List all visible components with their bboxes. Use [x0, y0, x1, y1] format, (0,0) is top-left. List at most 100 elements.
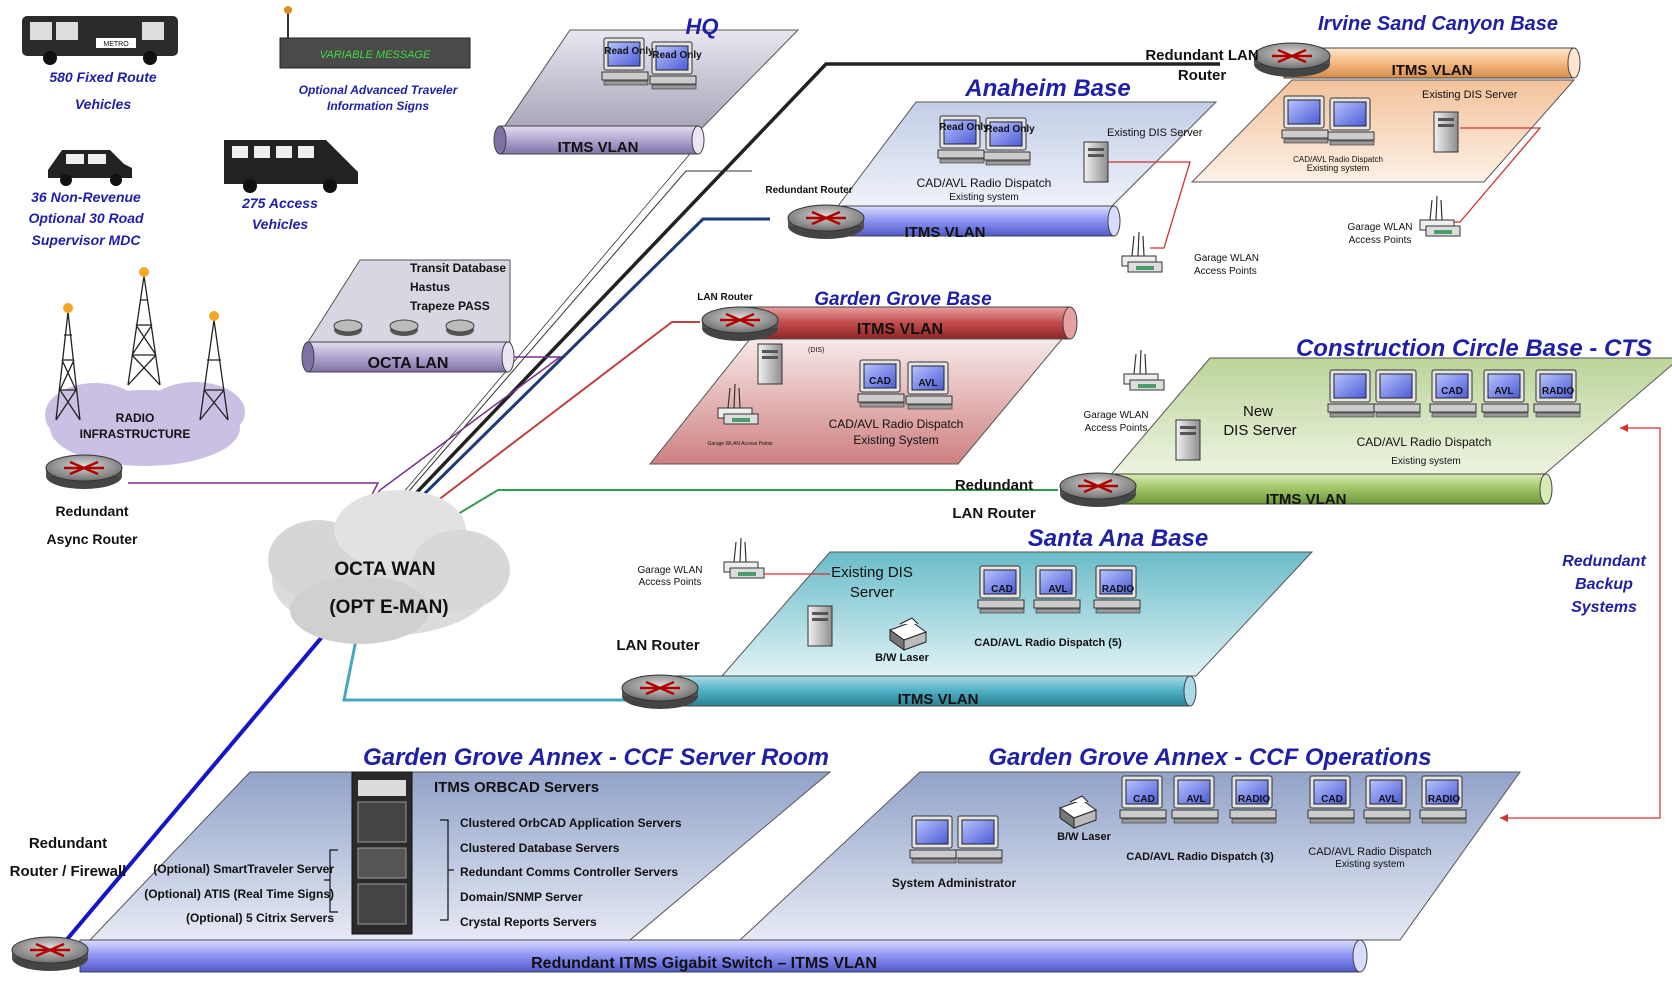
avl-label: AVL: [1378, 794, 1397, 805]
switch-vlan-label: Redundant ITMS Gigabit Switch – ITMS VLA…: [531, 955, 877, 972]
existing-label: Existing system: [1307, 163, 1370, 173]
server-room-title: Garden Grove Annex - CCF Server Room: [363, 744, 829, 771]
access-van: [224, 140, 358, 193]
anaheim-router-icon: [786, 203, 866, 241]
anaheim-title: Anaheim Base: [964, 75, 1130, 102]
garden-grove-site: [648, 305, 1078, 465]
dispatch-label: CAD/AVL Radio Dispatch: [1293, 155, 1383, 164]
radio-label: RADIO: [1102, 584, 1134, 595]
cts-router-label: Redundant: [955, 477, 1033, 494]
irvine-title: Irvine Sand Canyon Base: [1318, 13, 1558, 35]
server-label: Clustered Database Servers: [460, 841, 620, 855]
firewall-router-icon: [10, 935, 90, 973]
wlan-label: Garage WLAN: [1194, 253, 1259, 264]
anaheim-vlan-label: ITMS VLAN: [905, 224, 986, 241]
non-revenue-label-2: Optional 30 Road: [28, 210, 144, 226]
avl-label: AVL: [1494, 386, 1513, 397]
variable-message-sign: VARIABLE MESSAGE: [279, 6, 471, 69]
cts-vlan-label: ITMS VLAN: [1266, 491, 1347, 508]
admin-label: System Administrator: [892, 876, 1017, 890]
santa-ana-router-icon: [620, 673, 700, 711]
dis-server-label-2: Server: [850, 584, 894, 601]
dispatch-label: CAD/AVL Radio Dispatch: [829, 417, 964, 431]
irvine-router-label-2: Router: [1178, 67, 1226, 84]
wan-links: [56, 62, 1220, 952]
dispatch-existing-label: CAD/AVL Radio Dispatch: [1308, 846, 1432, 858]
read-only-label: Read Only: [985, 124, 1035, 135]
radio-label: RADIO: [1428, 794, 1460, 805]
santa-ana-site: [620, 537, 1314, 711]
wlan-label-2: Access Points: [1194, 266, 1257, 277]
new-dis-label-2: DIS Server: [1223, 422, 1296, 439]
wlan-label-2: Access Points: [1085, 423, 1148, 434]
wlan-access-point-icon: [1419, 195, 1461, 237]
database-disk-icon: [445, 319, 475, 337]
server-label: Clustered OrbCAD Application Servers: [460, 816, 682, 830]
vms-text: VARIABLE MESSAGE: [320, 49, 431, 61]
radio-infrastructure: [45, 267, 245, 466]
wlan-label-2: Access Points: [639, 577, 702, 588]
dispatch-label: CAD/AVL Radio Dispatch (3): [1126, 851, 1274, 863]
fixed-route-label-2: Vehicles: [75, 96, 132, 112]
dispatch-label: CAD/AVL Radio Dispatch (5): [974, 637, 1122, 649]
dis-server-label: Existing DIS Server: [1107, 127, 1203, 139]
wlan-label-2: Access Points: [1349, 235, 1412, 246]
wan-label: OCTA WAN: [334, 559, 435, 580]
workstation-icon: [1327, 369, 1375, 418]
admin-workstation-icon: [909, 815, 957, 864]
async-router-icon: [44, 453, 124, 491]
backup-label-2: Backup: [1575, 576, 1633, 593]
irvine-site: [1190, 41, 1581, 237]
non-revenue-label: 36 Non-Revenue: [31, 189, 141, 205]
santa-ana-title: Santa Ana Base: [1028, 525, 1209, 552]
cad-label: CAD: [991, 584, 1013, 595]
garden-grove-title: Garden Grove Base: [814, 289, 992, 310]
dis-server-icon: [807, 605, 833, 647]
existing-label: Existing System: [853, 433, 938, 447]
santa-ana-vlan-label: ITMS VLAN: [898, 691, 979, 708]
non-revenue-label-3: Supervisor MDC: [32, 232, 142, 248]
garden-grove-router-label: LAN Router: [697, 292, 753, 303]
dis-label: (DIS): [808, 347, 824, 354]
avl-label: AVL: [1048, 584, 1067, 595]
irvine-router-label: Redundant LAN: [1145, 47, 1258, 64]
access-label: 275 Access: [241, 195, 318, 211]
workstation-icon: [1327, 97, 1375, 146]
avl-label: AVL: [918, 378, 937, 389]
octa-lan-label: OCTA LAN: [368, 355, 449, 372]
workstation-icon: [1281, 95, 1329, 144]
operations-title: Garden Grove Annex - CCF Operations: [988, 744, 1431, 771]
wlan-label: Garage WLAN: [1347, 222, 1412, 233]
cad-label: CAD: [869, 376, 891, 387]
dis-server-icon: [1175, 419, 1201, 461]
octa-wan-cloud: [268, 490, 510, 644]
read-only-label: Read Only: [939, 122, 989, 133]
existing-label: Existing system: [949, 192, 1018, 203]
backup-label-3: Systems: [1571, 599, 1637, 616]
server-room-site: [10, 771, 1521, 973]
access-label-2: Vehicles: [252, 216, 309, 232]
laser-label: B/W Laser: [1057, 831, 1112, 843]
server-label: Redundant Comms Controller Servers: [460, 865, 678, 879]
cts-router-label-2: LAN Router: [952, 505, 1035, 522]
optional-server-label: (Optional) 5 Citrix Servers: [186, 911, 334, 925]
new-dis-label: New: [1243, 403, 1273, 420]
existing-label: Existing system: [1335, 859, 1404, 870]
radio-label: RADIO: [1542, 386, 1574, 397]
servers-title: ITMS ORBCAD Servers: [434, 779, 599, 796]
radio-label: RADIO: [116, 411, 155, 425]
async-router-label: Redundant: [55, 503, 128, 519]
server-rack-icon: [351, 771, 413, 935]
dis-server-label: Existing DIS: [831, 564, 913, 581]
server-label: Crystal Reports Servers: [460, 915, 597, 929]
wan-label-2: (OPT E-MAN): [329, 597, 448, 618]
dis-server-icon: [757, 343, 783, 385]
fixed-route-label: 580 Fixed Route: [49, 69, 157, 85]
radio-label: RADIO: [1238, 794, 1270, 805]
database-disk-icon: [389, 319, 419, 337]
irvine-vlan-label: ITMS VLAN: [1392, 62, 1473, 79]
non-revenue-car: [48, 150, 132, 186]
cad-label: CAD: [1441, 386, 1463, 397]
wlan-access-point-icon: [1123, 349, 1165, 391]
